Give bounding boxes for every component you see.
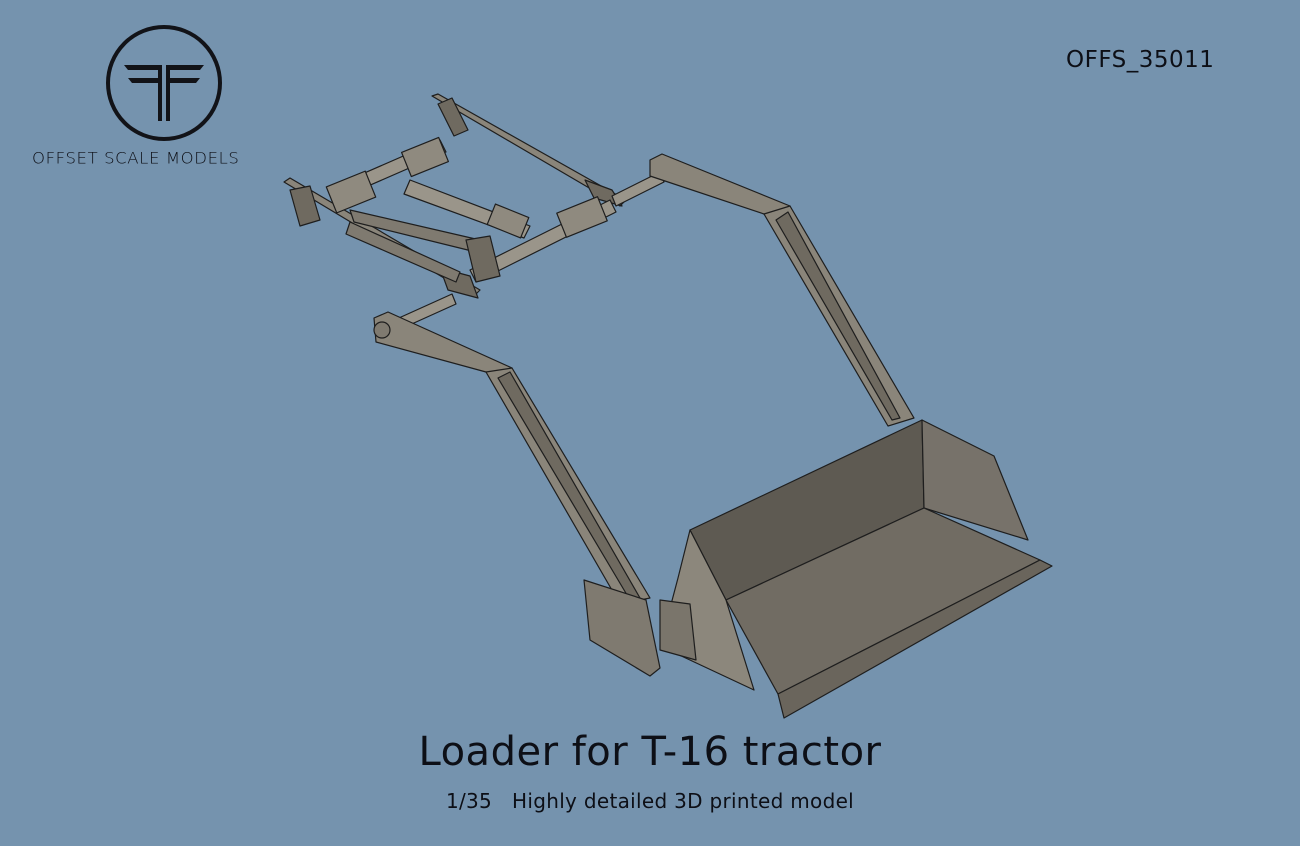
product-subtitle: 1/35 Highly detailed 3D printed model — [445, 789, 855, 813]
product-sku: OFFS_35011 — [1066, 47, 1215, 73]
brand-name: OFFSET SCALE MODELS — [32, 149, 240, 168]
brand-logo: OFFSET SCALE MODELS — [0, 0, 320, 180]
ff-monogram-circle-icon — [106, 25, 222, 141]
product-title: Loader for T-16 tractor — [418, 729, 882, 775]
